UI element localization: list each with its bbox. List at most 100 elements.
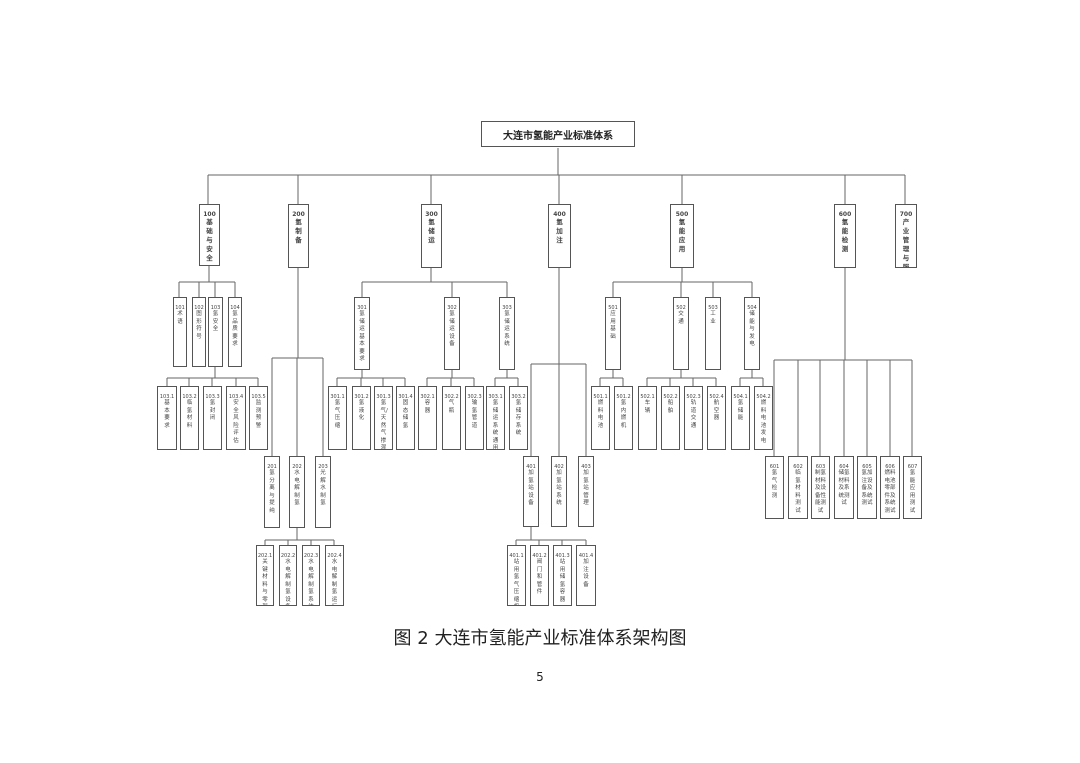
node-code: 302 xyxy=(447,305,457,311)
node-label: 氢储存系统 xyxy=(515,400,522,436)
root-title: 大连市氢能产业标准体系 xyxy=(503,130,613,142)
node-code: 401.2 xyxy=(532,553,547,559)
node-code: 607 xyxy=(907,464,918,470)
node-code: 301.4 xyxy=(398,394,413,400)
node-code: 103.5 xyxy=(251,394,266,400)
node-label: 车辆 xyxy=(644,400,651,414)
node-label: 站用储氢容器 xyxy=(559,559,566,603)
node-label: 水电解制氢运行管理 xyxy=(331,559,338,605)
node-202-2: 202.2水电解制氢设备 xyxy=(279,545,297,606)
node-code: 303 xyxy=(502,305,512,311)
node-label: 氢能检测 xyxy=(841,218,849,253)
node-code: 504 xyxy=(747,305,757,311)
node-label: 燃料电池零部件及系统测试 xyxy=(884,470,896,514)
node-code: 501.2 xyxy=(616,394,631,400)
node-code: 401 xyxy=(526,464,536,470)
node-code: 303.1 xyxy=(488,394,503,400)
node-303-1: 303.1氢储运系统通用要求 xyxy=(486,386,505,450)
node-code: 502.3 xyxy=(686,394,701,400)
node-code: 504.2 xyxy=(756,394,771,400)
node-label: 关键材料与零部件 xyxy=(262,559,268,605)
node-code: 502 xyxy=(676,305,686,311)
node-label: 产业管理与服务 xyxy=(902,218,910,268)
node-code: 500 xyxy=(675,211,689,218)
node-label: 水电解制氢 xyxy=(294,470,300,506)
node-code: 602 xyxy=(793,464,803,470)
node-label: 交通 xyxy=(678,311,684,325)
node-code: 302.1 xyxy=(420,394,435,400)
node-code: 400 xyxy=(553,211,566,218)
node-label: 氢制备 xyxy=(295,218,302,244)
node-code: 203 xyxy=(318,464,328,470)
node-code: 402 xyxy=(554,464,564,470)
node-code: 700 xyxy=(899,211,913,218)
node-code: 103.2 xyxy=(182,394,197,400)
node-code: 502.1 xyxy=(640,394,655,400)
node-code: 300 xyxy=(425,211,438,218)
node-label: 加氢站系统 xyxy=(556,470,562,506)
node-code: 600 xyxy=(838,211,852,218)
figure-caption: 图 2 大连市氢能产业标准体系架构图 xyxy=(393,628,687,649)
node-code: 605 xyxy=(862,464,872,470)
node-label: 光解水制氢 xyxy=(320,470,326,506)
node-label: 氢气检测 xyxy=(771,470,778,499)
node-label: 船舶 xyxy=(667,400,674,414)
node-label: 临氢材料测试 xyxy=(795,470,801,514)
node-label: 基本要求 xyxy=(164,400,170,429)
node-code: 301.2 xyxy=(354,394,369,400)
node-code: 103 xyxy=(210,305,221,311)
node-code: 103.1 xyxy=(159,394,175,400)
node-label: 容器 xyxy=(424,400,431,414)
node-code: 603 xyxy=(815,464,826,470)
node-code: 606 xyxy=(885,464,895,470)
node-label: 氢储运 xyxy=(428,218,435,244)
node-label: 基础与安全 xyxy=(206,218,213,262)
node-code: 104 xyxy=(230,305,240,311)
node-label: 氢气/天然气掺混 xyxy=(380,400,388,450)
node-code: 202.1 xyxy=(257,553,273,559)
node-code: 202 xyxy=(292,464,302,470)
node-202-1: 202.1关键材料与零部件 xyxy=(256,545,274,606)
node-label: 氢分离与提纯 xyxy=(269,470,275,514)
node-code: 202.4 xyxy=(327,553,342,559)
node-label: 监测预警 xyxy=(255,400,262,429)
node-label: 水电解制氢设备 xyxy=(285,559,291,605)
node-label: 加注设备 xyxy=(583,559,589,588)
node-label: 术语 xyxy=(177,311,183,325)
node-code: 101 xyxy=(175,305,185,311)
node-code: 302.2 xyxy=(444,394,459,400)
